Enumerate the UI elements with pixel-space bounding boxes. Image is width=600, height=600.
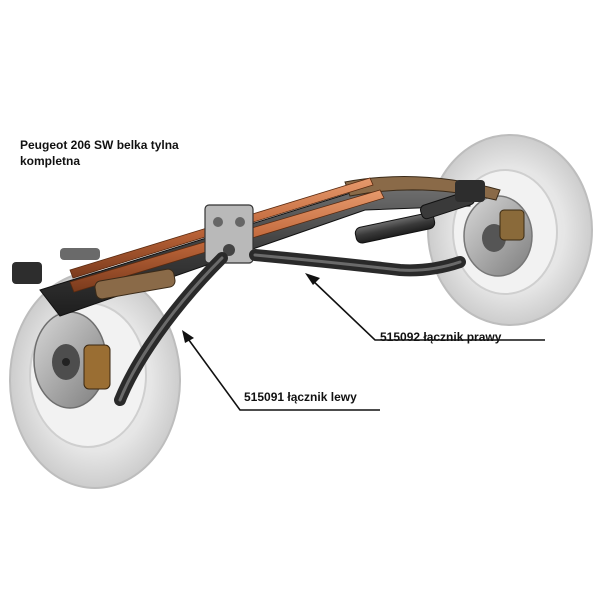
center-bracket <box>205 205 253 263</box>
callout-left-label: 515091 łącznik lewy <box>244 390 357 404</box>
link-arm-right <box>255 255 460 270</box>
right-wheel <box>428 135 592 325</box>
callout-right-label: 515092 łącznik prawy <box>380 330 501 344</box>
left-wheel <box>10 272 180 488</box>
diagram-title: Peugeot 206 SW belka tylna kompletna <box>20 137 210 169</box>
